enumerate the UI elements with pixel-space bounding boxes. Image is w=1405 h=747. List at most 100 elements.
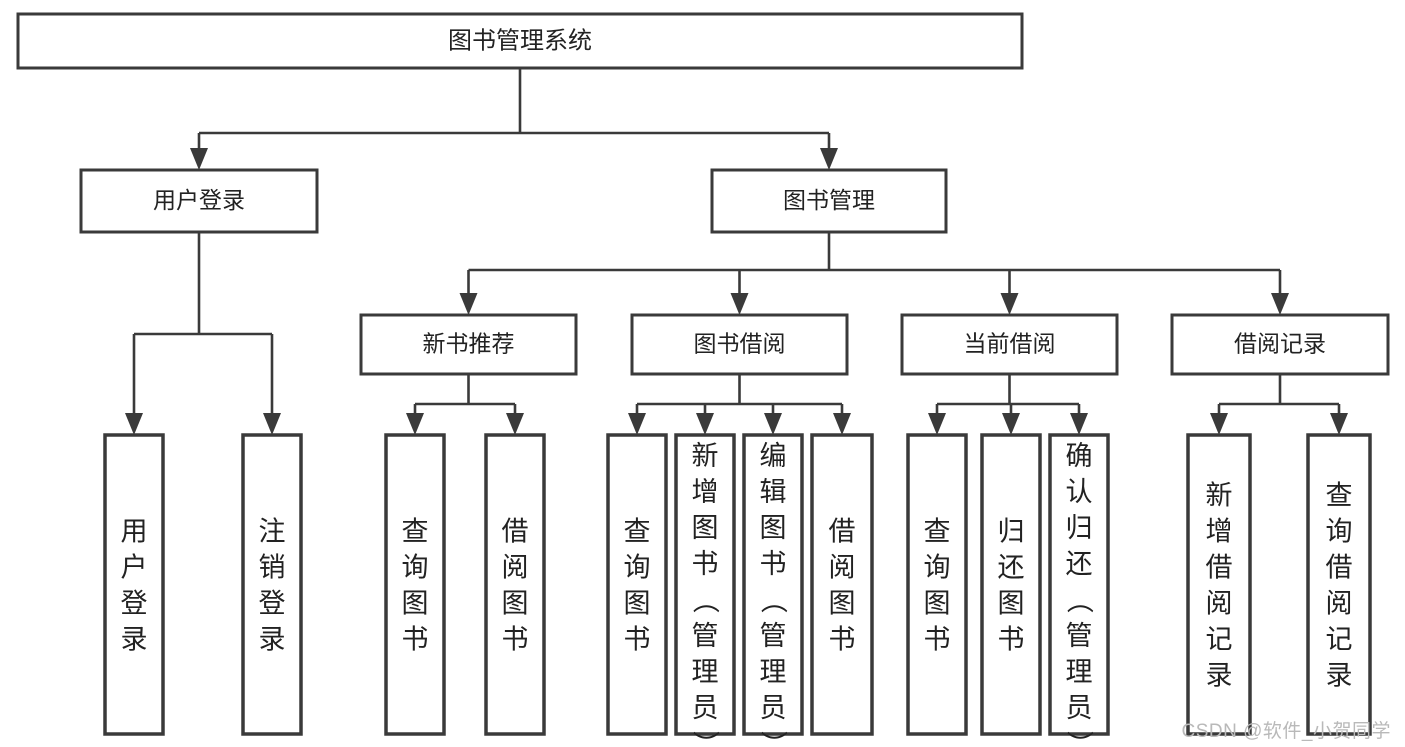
- node-box-leaf-query-book-1[interactable]: [384, 433, 446, 736]
- arrow-head-icon: [928, 413, 946, 435]
- node-label-current-borrow: 当前借阅: [964, 331, 1056, 357]
- svg-text:书: 书: [692, 549, 719, 579]
- svg-text:借: 借: [829, 517, 856, 547]
- svg-text:借: 借: [502, 517, 529, 547]
- svg-text:编: 编: [760, 441, 787, 471]
- node-box-leaf-add-borrow-record[interactable]: [1186, 433, 1252, 736]
- svg-text:录: 录: [259, 625, 286, 655]
- svg-text:录: 录: [1326, 661, 1353, 691]
- arrow-head-icon: [1070, 413, 1088, 435]
- node-box-leaf-borrow-book-1[interactable]: [484, 433, 546, 736]
- arrow-head-icon: [628, 413, 646, 435]
- arrow-head-icon: [263, 413, 281, 435]
- arrow-head-icon: [833, 413, 851, 435]
- svg-text:（: （: [758, 587, 788, 614]
- connectors-layer: [125, 68, 1348, 435]
- svg-text:注: 注: [259, 517, 286, 547]
- svg-text:员: 员: [1066, 693, 1093, 723]
- svg-text:记: 记: [1326, 625, 1353, 655]
- node-label-borrow-record: 借阅记录: [1234, 331, 1326, 357]
- node-label-book-borrow: 图书借阅: [694, 331, 786, 357]
- svg-text:图: 图: [692, 513, 719, 543]
- svg-text:书: 书: [502, 625, 529, 655]
- arrow-head-icon: [730, 293, 749, 315]
- svg-text:书: 书: [402, 625, 429, 655]
- svg-text:）: ）: [690, 731, 720, 747]
- arrow-head-icon: [764, 413, 782, 435]
- svg-text:录: 录: [1206, 661, 1233, 691]
- svg-text:新: 新: [692, 441, 719, 471]
- node-box-borrow-record[interactable]: [1170, 313, 1390, 376]
- node-box-user-login[interactable]: [79, 168, 319, 234]
- svg-text:确: 确: [1066, 441, 1093, 471]
- node-box-book-borrow[interactable]: [630, 313, 849, 376]
- svg-text:归: 归: [998, 517, 1025, 547]
- node-label-user-login: 用户登录: [153, 187, 245, 213]
- node-box-leaf-edit-book-admin[interactable]: [742, 433, 804, 736]
- node-box-new-book-recommend[interactable]: [359, 313, 578, 376]
- svg-text:图: 图: [760, 513, 787, 543]
- svg-text:还: 还: [1066, 549, 1093, 579]
- svg-text:管: 管: [692, 621, 719, 651]
- node-box-leaf-query-book-2[interactable]: [606, 433, 668, 736]
- svg-text:（: （: [1064, 587, 1094, 614]
- node-box-leaf-user-logout[interactable]: [241, 433, 303, 736]
- labels-layer: 图书管理系统用户登录图书管理新书推荐图书借阅当前借阅借阅记录用户登录注销登录查询…: [121, 27, 1353, 747]
- svg-text:询: 询: [924, 553, 951, 583]
- svg-text:图: 图: [402, 589, 429, 619]
- svg-text:归: 归: [1066, 513, 1093, 543]
- svg-text:）: ）: [758, 731, 788, 747]
- svg-text:书: 书: [998, 625, 1025, 655]
- svg-text:图: 图: [624, 589, 651, 619]
- arrow-head-icon: [459, 293, 478, 315]
- node-box-leaf-confirm-return-admin[interactable]: [1048, 433, 1110, 736]
- arrow-head-icon: [1000, 293, 1019, 315]
- svg-text:询: 询: [624, 553, 651, 583]
- arrow-head-icon: [1271, 293, 1289, 315]
- svg-text:书: 书: [760, 549, 787, 579]
- svg-text:用: 用: [121, 517, 148, 547]
- svg-text:询: 询: [402, 553, 429, 583]
- svg-text:增: 增: [1206, 517, 1233, 547]
- arrow-head-icon: [190, 148, 208, 170]
- node-box-current-borrow[interactable]: [900, 313, 1119, 376]
- svg-text:查: 查: [924, 517, 951, 547]
- svg-text:图: 图: [924, 589, 951, 619]
- svg-text:询: 询: [1326, 517, 1353, 547]
- node-box-leaf-query-borrow-record[interactable]: [1306, 433, 1372, 736]
- arrow-head-icon: [820, 148, 838, 170]
- svg-text:销: 销: [259, 553, 286, 583]
- svg-text:员: 员: [760, 693, 787, 723]
- node-box-leaf-borrow-book-2[interactable]: [810, 433, 874, 736]
- svg-text:管: 管: [1066, 621, 1093, 651]
- svg-text:理: 理: [760, 657, 787, 687]
- svg-text:员: 员: [692, 693, 719, 723]
- node-box-leaf-query-book-3[interactable]: [906, 433, 968, 736]
- svg-text:录: 录: [121, 625, 148, 655]
- svg-text:记: 记: [1206, 625, 1233, 655]
- svg-text:阅: 阅: [1326, 589, 1353, 619]
- svg-text:阅: 阅: [502, 553, 529, 583]
- svg-text:查: 查: [624, 517, 651, 547]
- arrow-head-icon: [1210, 413, 1228, 435]
- svg-text:查: 查: [1326, 481, 1353, 511]
- node-box-leaf-return-book[interactable]: [980, 433, 1042, 736]
- svg-text:认: 认: [1066, 477, 1093, 507]
- node-label-root: 图书管理系统: [448, 27, 592, 54]
- node-box-root[interactable]: [16, 12, 1024, 70]
- arrow-head-icon: [506, 413, 524, 435]
- node-box-book-management[interactable]: [710, 168, 948, 234]
- svg-text:阅: 阅: [1206, 589, 1233, 619]
- node-box-leaf-user-login[interactable]: [103, 433, 165, 736]
- svg-text:借: 借: [1326, 553, 1353, 583]
- node-box-leaf-add-book-admin[interactable]: [674, 433, 736, 736]
- svg-text:书: 书: [829, 625, 856, 655]
- svg-text:增: 增: [692, 477, 719, 507]
